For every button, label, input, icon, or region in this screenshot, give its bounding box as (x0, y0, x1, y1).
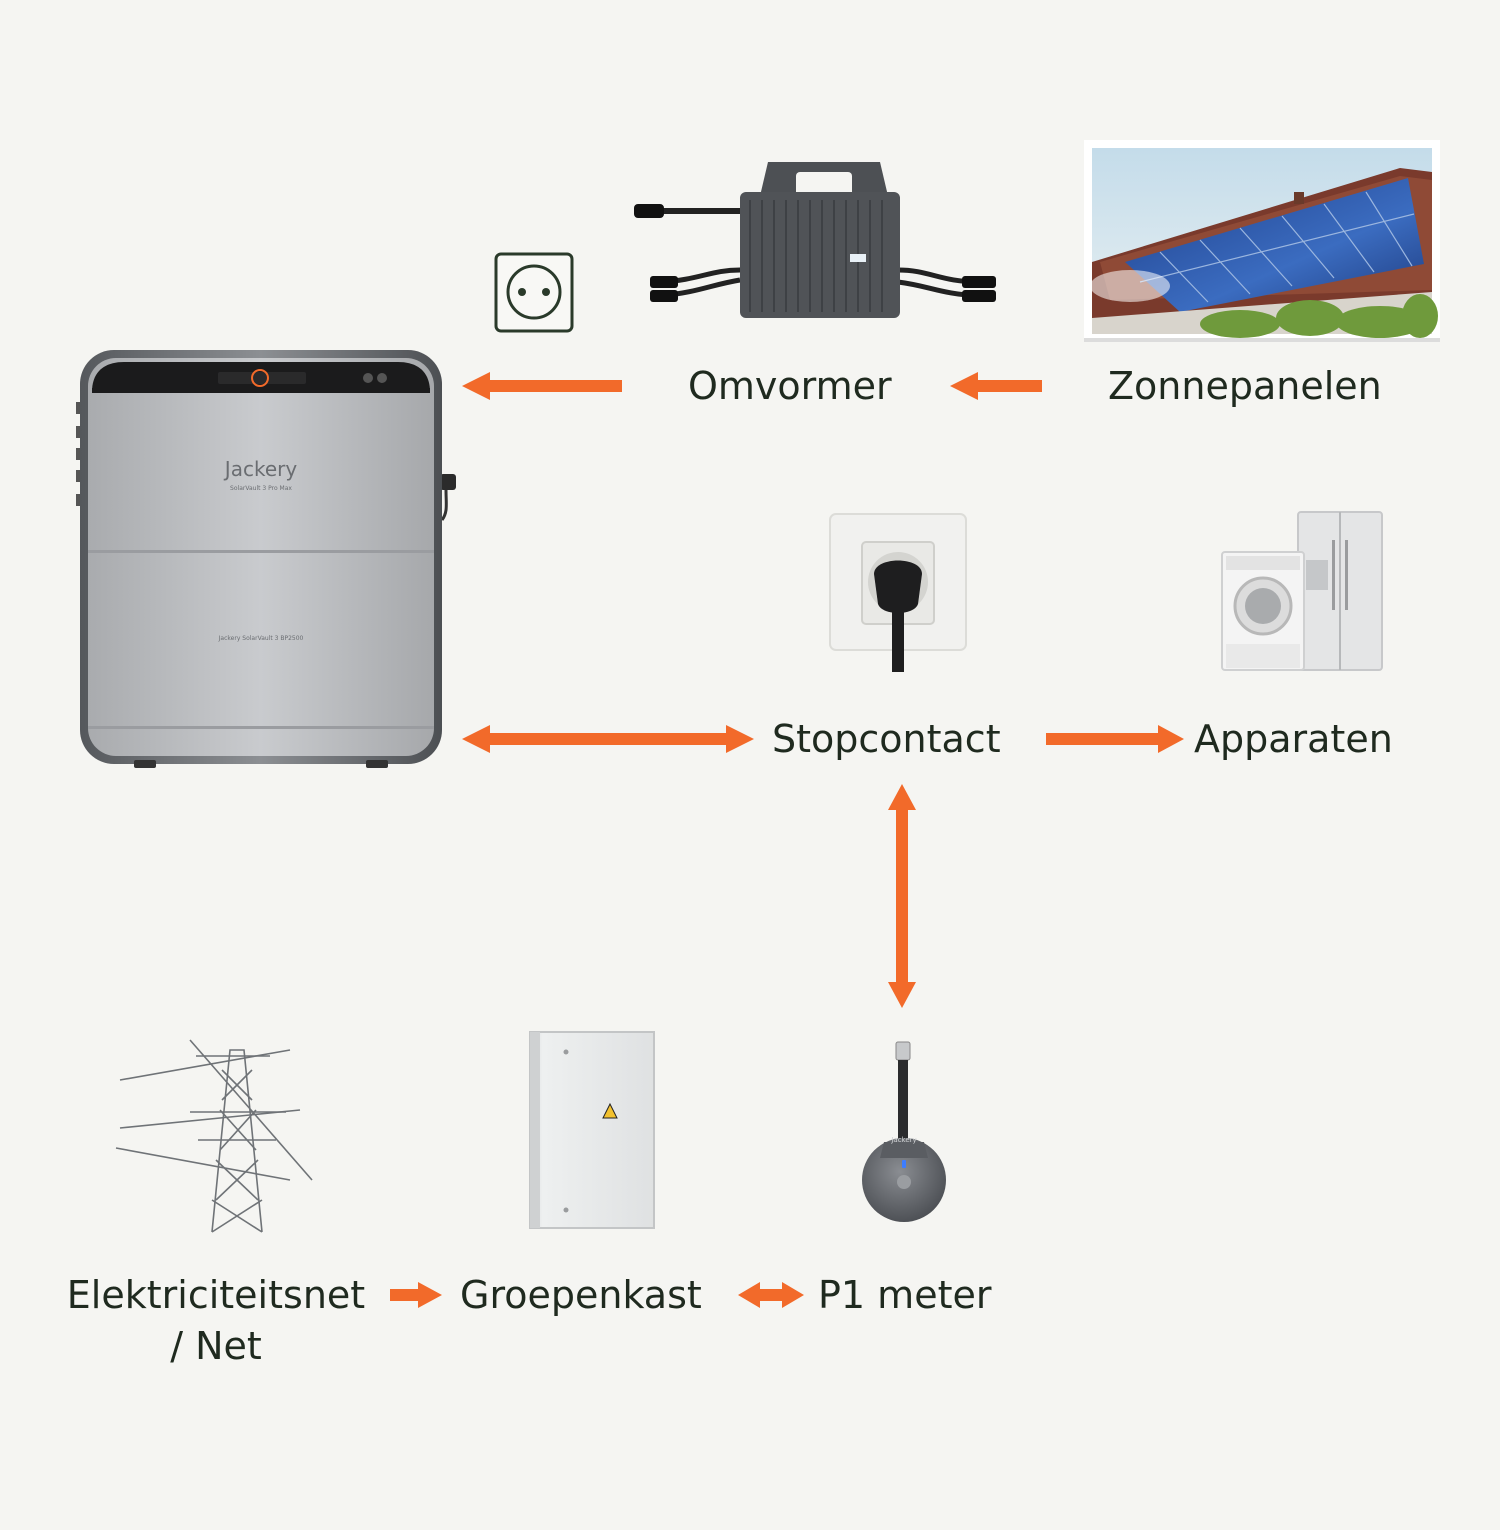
solar-roof-photo (1084, 140, 1440, 342)
battery-model-bottom: Jackery SolarVault 3 BP2500 (218, 635, 304, 642)
p1-meter-device: Jackery (862, 1041, 946, 1222)
power-pylon-icon (115, 1039, 313, 1233)
arrow-battery-stopcontact (462, 725, 754, 753)
arrow-net-to-groepenkast (390, 1282, 442, 1308)
battery-model-top: SolarVault 3 Pro Max (230, 485, 292, 492)
p1-device-brand: Jackery (890, 1136, 916, 1144)
battery-brand: Jackery (223, 457, 298, 481)
label-elektriciteitsnet: Elektriciteitsnet (66, 1273, 366, 1317)
inverter-icon (634, 162, 996, 318)
label-net: / Net (170, 1324, 262, 1368)
arrow-stopcontact-p1 (888, 784, 916, 1008)
label-stopcontact: Stopcontact (772, 717, 1001, 761)
socket-outline-icon (494, 252, 574, 333)
battery-unit: Jackery SolarVault 3 Pro Max Jackery Sol… (76, 350, 456, 768)
arrow-stopcontact-to-apparaten (1046, 725, 1184, 753)
appliances-photo (1221, 511, 1383, 671)
label-groepenkast: Groepenkast (460, 1273, 702, 1317)
label-omvormer: Omvormer (688, 364, 892, 408)
wall-socket-photo (829, 513, 967, 672)
arrow-panels-to-inverter (950, 372, 1042, 400)
label-zonnepanelen: Zonnepanelen (1108, 364, 1382, 408)
arrow-groepenkast-p1 (738, 1282, 804, 1308)
arrow-inverter-to-battery (462, 372, 622, 400)
breaker-cabinet-icon (529, 1031, 655, 1229)
label-p1-meter: P1 meter (818, 1273, 992, 1317)
label-apparaten: Apparaten (1194, 717, 1393, 761)
